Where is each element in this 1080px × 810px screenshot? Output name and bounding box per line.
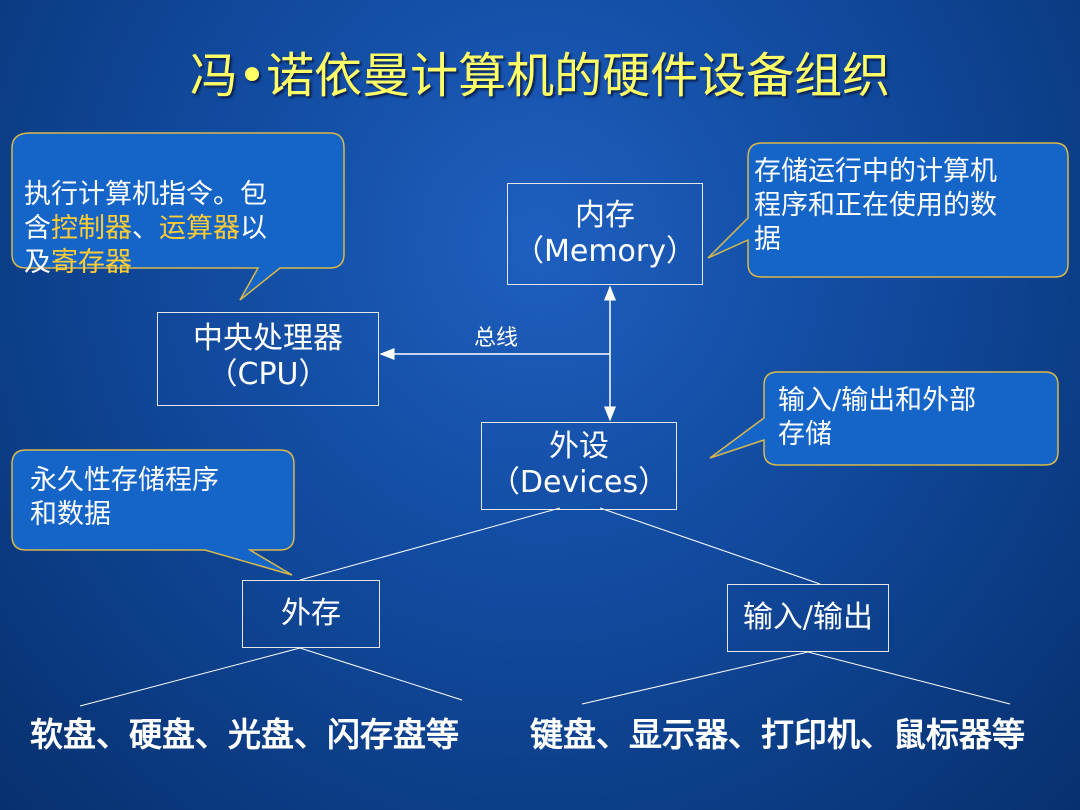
callout-text: 含 [24, 213, 51, 244]
tree-line [581, 651, 809, 705]
tree-line [299, 507, 561, 581]
tree-line [807, 651, 1011, 705]
highlight-text: 运算器 [159, 213, 240, 244]
highlight-text: 寄存器 [51, 247, 132, 278]
callout-storage-text: 永久性存储程序 和数据 [30, 465, 219, 530]
io-label: 输入/输出 [742, 600, 874, 635]
bus-label: 总线 [474, 326, 519, 351]
callout-memory-text: 存储运行中的计算机 程序和正在使用的数 据 [754, 156, 997, 255]
cpu-box: 中央处理器 （CPU） [157, 312, 379, 406]
tree-line [299, 647, 463, 701]
callout-storage-bubble [11, 449, 295, 576]
callout-cpu-text: 执行计算机指令。包含控制器、运算器以及寄存器 [14, 140, 344, 284]
storage-box: 外存 [242, 580, 380, 648]
devices-label-en: （Devices） [489, 465, 669, 500]
cpu-label-en: （CPU） [207, 357, 329, 392]
page-title: 冯•诺依曼计算机的硬件设备组织 [189, 48, 891, 104]
callout-devices-text: 输入/输出和外部 存储 [778, 385, 977, 450]
callout-devices-bubble [709, 371, 1059, 466]
devices-label: 外设 [549, 429, 609, 464]
memory-label-en: （Memory） [513, 234, 696, 269]
callout-text: 执行计算机指令。包 [24, 179, 267, 210]
callout-memory-bubble [707, 142, 1069, 278]
callout-text: 以 [240, 213, 267, 244]
callout-text: 及 [24, 247, 51, 278]
highlight-text: 控制器 [51, 213, 132, 244]
storage-label: 外存 [281, 596, 341, 631]
io-examples: 键盘、显示器、打印机、鼠标器等 [530, 715, 1025, 754]
tree-line [79, 647, 301, 707]
callout-text: 、 [132, 213, 159, 244]
memory-label: 内存 [575, 198, 635, 233]
storage-examples: 软盘、硬盘、光盘、闪存盘等 [30, 715, 459, 754]
callout-cpu-bubble [11, 132, 345, 301]
memory-box: 内存 （Memory） [507, 183, 703, 285]
cpu-label: 中央处理器 [193, 321, 343, 356]
io-box: 输入/输出 [727, 584, 889, 652]
devices-box: 外设 （Devices） [481, 422, 677, 510]
tree-line [599, 507, 821, 585]
